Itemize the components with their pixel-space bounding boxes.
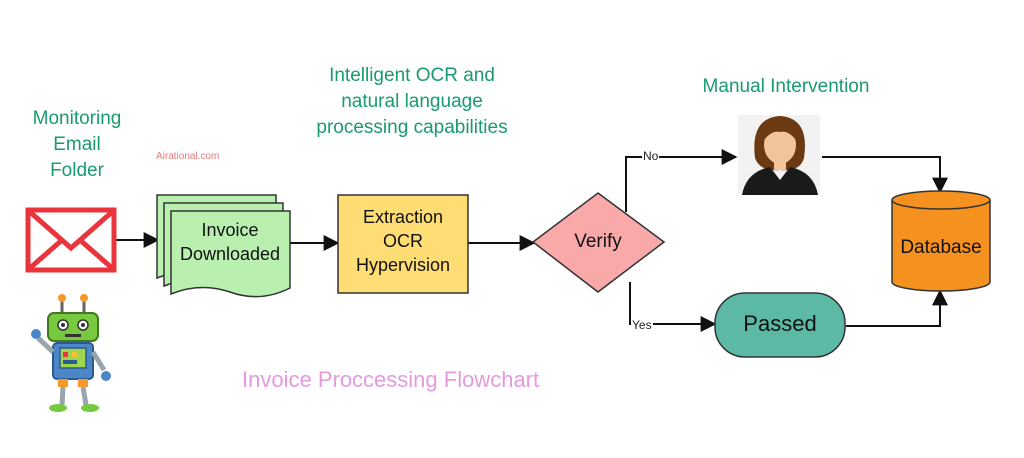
monitoring-line-2: Email — [53, 134, 101, 155]
connectors — [116, 149, 948, 332]
edge-label-yes: Yes — [631, 318, 653, 332]
person-icon — [738, 115, 820, 195]
extraction-line-1: Extraction — [362, 207, 444, 227]
ocr-line-3: processing capabilities — [316, 117, 508, 138]
monitoring-email-folder-label: Monitoring Email Folder — [16, 106, 138, 184]
verify-node-label: Verify — [574, 231, 622, 252]
monitoring-line-3: Folder — [50, 160, 104, 181]
database-cylinder — [891, 190, 991, 292]
extraction-line-3: Hypervision — [355, 255, 451, 275]
passed-node-label: Passed — [743, 311, 817, 336]
edge-passed-to-database — [846, 289, 948, 327]
verify-diamond — [531, 192, 666, 293]
edge-verify-no-to-manual — [625, 149, 738, 212]
passed-terminator — [714, 292, 846, 358]
envelope-icon — [25, 207, 117, 273]
database-node-label: Database — [900, 237, 982, 258]
manual-intervention-label: Manual Intervention — [702, 76, 870, 97]
invoice-document-stack — [156, 194, 291, 298]
ocr-line-2: natural language — [341, 91, 483, 112]
extraction-box — [337, 194, 469, 294]
robot-icon — [31, 294, 111, 412]
monitoring-line-1: Monitoring — [32, 108, 122, 129]
edge-manual-to-database — [822, 156, 948, 194]
invoice-line-1: Invoice — [201, 220, 259, 240]
edge-verify-yes-to-passed — [629, 282, 717, 332]
extraction-line-2: OCR — [383, 231, 423, 251]
ocr-capabilities-label: Intelligent OCR and natural language pro… — [296, 63, 528, 141]
edge-label-no: No — [642, 149, 660, 163]
watermark: Airational.com — [156, 151, 220, 162]
invoice-node-label: Invoice Downloaded — [166, 218, 294, 266]
extraction-node-label: Extraction OCR Hypervision — [338, 205, 468, 277]
invoice-line-2: Downloaded — [179, 244, 281, 264]
ocr-line-1: Intelligent OCR and — [329, 65, 495, 86]
flowchart-caption: Invoice Proccessing Flowchart — [242, 367, 540, 392]
